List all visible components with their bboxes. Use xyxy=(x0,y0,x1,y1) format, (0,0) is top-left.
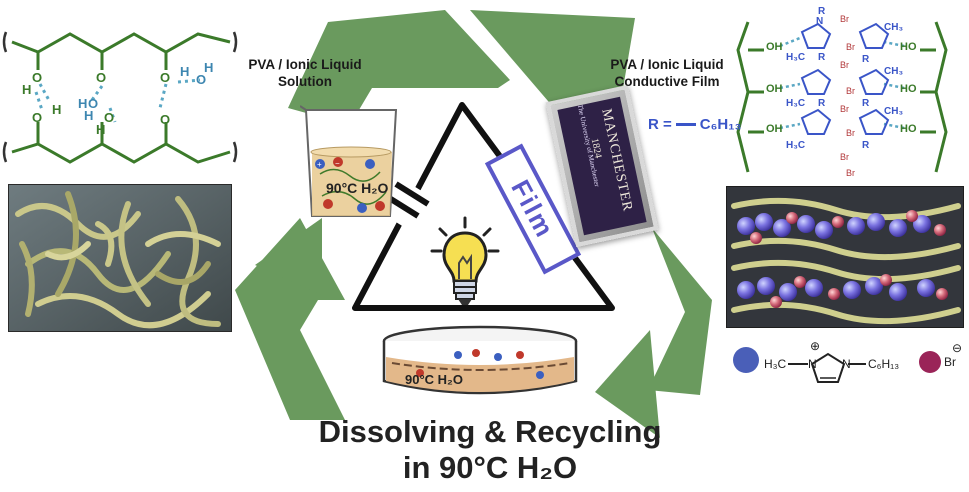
atom-h-2: H xyxy=(52,102,61,117)
water-h-3: H xyxy=(180,64,189,79)
atom-o-5: O xyxy=(160,70,170,85)
beaker-text: 90°C H₂O xyxy=(326,180,389,196)
ion-oh-1: OH xyxy=(766,41,783,53)
atom-o-6: O xyxy=(160,112,170,127)
ion-n-1: N xyxy=(816,16,823,27)
ion-br-2: Br xyxy=(846,42,855,52)
atom-o-3: O xyxy=(96,70,106,85)
recycle-arrow-left-head xyxy=(255,218,322,295)
legend-n-2: N xyxy=(842,357,851,371)
legend-plus: ⊕ xyxy=(810,339,820,353)
ion-br-5: Br xyxy=(840,104,849,114)
chain-photo xyxy=(726,186,964,328)
dish-text: 90°C H₂O xyxy=(405,372,463,387)
capacitor-plate-2 xyxy=(394,181,430,207)
legend-minus: ⊖ xyxy=(952,341,962,355)
ion-r-1: R xyxy=(818,6,826,17)
ion-ch3-3: CH₃ xyxy=(884,106,903,117)
water-o-2: O xyxy=(196,72,206,87)
legend-cation-left: H₃C xyxy=(764,357,787,371)
anion-circle xyxy=(919,351,941,373)
ion-h3c-3: H₃C xyxy=(786,140,805,151)
ion-ho-3: HO xyxy=(900,123,917,135)
atom-o-1: O xyxy=(32,70,42,85)
ion-br-1: Br xyxy=(840,14,849,24)
ion-br-4: Br xyxy=(846,86,855,96)
ion-legend: H₃C N N ⊕ C₆H₁₃ Br ⊖ xyxy=(733,339,962,383)
ion-h3c-2: H₃C xyxy=(786,98,805,109)
ion-ch3-1: CH₃ xyxy=(884,22,903,33)
r-group-prefix: R = xyxy=(648,116,672,133)
ion-br-6: Br xyxy=(846,128,855,138)
atom-o-2: O xyxy=(32,110,42,125)
ion-br-8: Br xyxy=(846,168,855,178)
atom-h-1: H xyxy=(22,82,31,97)
fibre-photo xyxy=(8,184,232,332)
caption-line-1: Dissolving & Recycling xyxy=(318,414,662,449)
right-label-bottom: Conductive Film xyxy=(614,74,720,89)
left-label: PVA / Ionic Liquid Solution xyxy=(230,56,380,90)
ion-h3c-1: H₃C xyxy=(786,52,805,63)
water-h-2: H xyxy=(84,108,93,123)
legend-cation-right: C₆H₁₃ xyxy=(868,357,899,371)
r-group-suffix: C₆H₁₃ xyxy=(699,116,742,133)
ion-ho-2: HO xyxy=(900,83,917,95)
ion-r-5: R xyxy=(862,98,870,109)
ion-r-4: R xyxy=(862,54,870,65)
ion-br-3: Br xyxy=(840,60,849,70)
ion-oh-2: OH xyxy=(766,83,783,95)
ion-ch3-2: CH₃ xyxy=(884,66,903,77)
recycle-arrow-right-head xyxy=(595,330,660,438)
water-h-4: H xyxy=(204,60,213,75)
petri-dish xyxy=(382,325,578,395)
caption: Dissolving & Recycling in 90°C H₂O xyxy=(260,414,720,486)
ion-ho-1: HO xyxy=(900,41,917,53)
ion-r-3: R xyxy=(818,98,826,109)
water-o-1: O xyxy=(88,96,98,111)
beaker: + − xyxy=(300,105,398,217)
water-h-1: H xyxy=(78,96,87,111)
r-group-bond xyxy=(675,123,696,126)
caption-line-2: in 90°C H₂O xyxy=(402,450,578,485)
atom-h-3: H xyxy=(96,122,105,137)
atom-o-4: O xyxy=(104,110,114,125)
lightbulb-icon xyxy=(430,216,500,305)
right-label-top: PVA / Ionic Liquid xyxy=(610,57,724,72)
ion-br-7: Br xyxy=(840,152,849,162)
ion-oh-3: OH xyxy=(766,123,783,135)
ion-r-6: R xyxy=(862,140,870,151)
ionic-structure: R N H₃C R H₃C R H₃C CH₃ R CH₃ R CH₃ R Br… xyxy=(736,6,948,178)
left-label-top: PVA / Ionic Liquid xyxy=(248,57,362,72)
legend-anion: Br xyxy=(944,355,956,369)
right-label: PVA / Ionic Liquid Conductive Film xyxy=(592,56,742,90)
recycle-arrow-right xyxy=(648,228,712,395)
cation-circle xyxy=(733,347,759,373)
ion-r-2: R xyxy=(818,52,826,63)
r-group: R = C₆H₁₃ xyxy=(648,116,741,133)
legend-n-1: N xyxy=(808,357,817,371)
left-label-bottom: Solution xyxy=(278,74,332,89)
svg-text:−: − xyxy=(335,159,340,168)
svg-text:+: + xyxy=(317,160,322,169)
hbond-structure: O H H O O H O O O H O H H O H xyxy=(2,31,238,164)
recycle-arrow-top xyxy=(288,10,510,125)
